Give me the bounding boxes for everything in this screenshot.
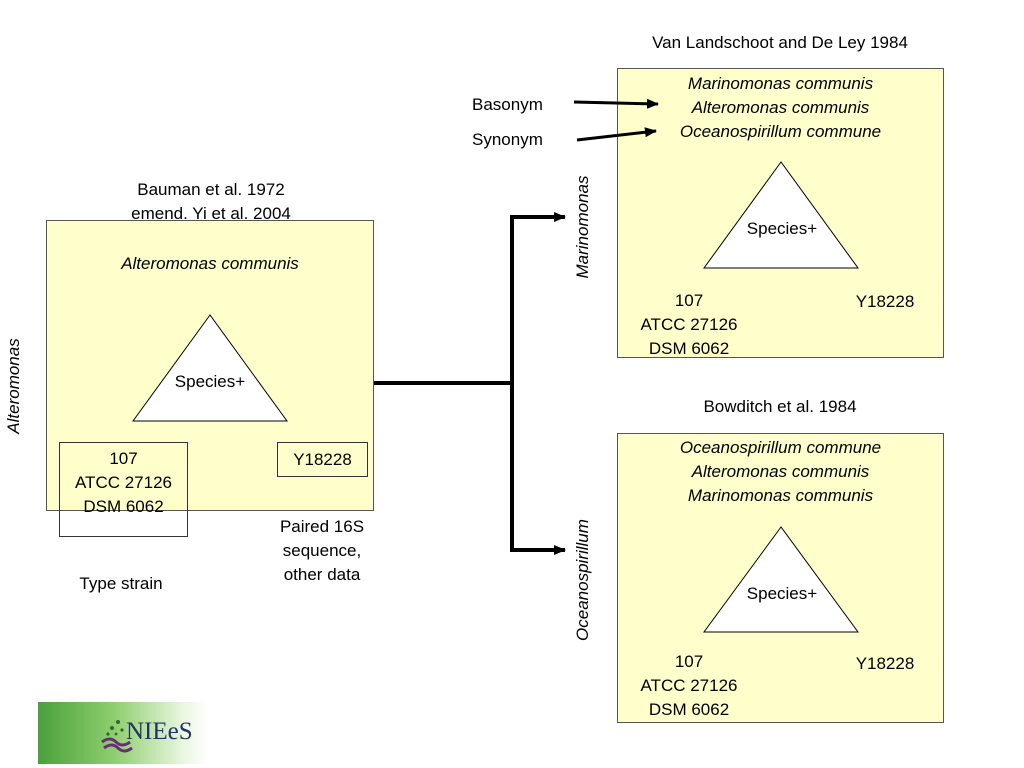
right-bottom-accession: Y18228 xyxy=(855,654,915,673)
right-top-triangle-label: Species+ xyxy=(746,219,818,238)
right-bottom-strain-line-1: 107 xyxy=(674,652,704,671)
basonym-arrow xyxy=(573,98,659,109)
sequence-caption-line-3: other data xyxy=(283,565,361,584)
type-strain-box xyxy=(59,442,188,537)
left-authority-line2: emend. Yi et al. 2004 xyxy=(131,204,291,223)
right-bottom-name-3: Marinomonas communis xyxy=(687,486,874,505)
left-species-name: Alteromonas communis xyxy=(121,254,299,273)
left-authority-line1: Bauman et al. 1972 xyxy=(137,180,285,199)
basonym-label: Basonym xyxy=(472,95,543,114)
sequence-accession-box xyxy=(277,442,368,477)
right-top-strain-line-2: ATCC 27126 xyxy=(640,315,738,334)
right-top-accession: Y18228 xyxy=(855,292,915,311)
sequence-caption-line-2: sequence, xyxy=(282,541,362,560)
right-bottom-species-triangle xyxy=(703,526,859,633)
right-top-species-triangle xyxy=(703,161,859,269)
type-strain-line-2: ATCC 27126 xyxy=(74,473,172,492)
right-top-name-3: Oceanospirillum commune xyxy=(679,122,882,141)
synonym-arrow xyxy=(576,127,657,142)
type-strain-caption: Type strain xyxy=(79,574,163,593)
type-strain-line-3: DSM 6062 xyxy=(83,497,164,516)
right-top-strain-line-3: DSM 6062 xyxy=(648,339,730,358)
left-triangle-label: Species+ xyxy=(174,372,246,391)
right-top-strain-line-1: 107 xyxy=(674,291,704,310)
right-top-name-2: Alteromonas communis xyxy=(691,98,870,117)
left-species-triangle xyxy=(132,314,288,422)
right-bottom-strain-line-3: DSM 6062 xyxy=(648,700,730,719)
right-bottom-triangle-label: Species+ xyxy=(746,584,818,603)
logo-text: NIEeS xyxy=(126,718,193,745)
synonym-label: Synonym xyxy=(472,130,543,149)
right-bottom-authority: Bowditch et al. 1984 xyxy=(703,397,857,416)
sequence-accession: Y18228 xyxy=(293,450,352,469)
logo-band xyxy=(38,702,208,764)
right-top-authority: Van Landschoot and De Ley 1984 xyxy=(652,33,908,52)
right-bottom-name-2: Alteromonas communis xyxy=(691,462,870,481)
right-bottom-name-1: Oceanospirillum commune xyxy=(679,438,882,457)
sequence-caption-line-1: Paired 16S xyxy=(279,517,365,536)
right-bottom-strain-line-2: ATCC 27126 xyxy=(640,676,738,695)
type-strain-line-1: 107 xyxy=(109,449,138,468)
right-top-name-1: Marinomonas communis xyxy=(687,74,874,93)
